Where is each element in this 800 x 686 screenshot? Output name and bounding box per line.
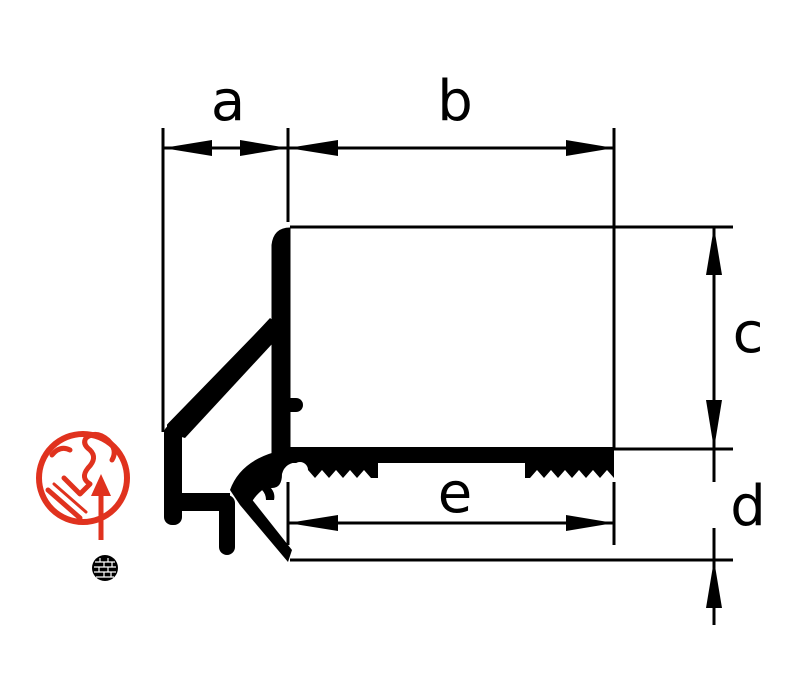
dimension-e: e — [286, 461, 616, 545]
dimension-label-e: e — [438, 461, 472, 526]
masonry-substrate-icon — [92, 555, 118, 581]
dimension-label-a: a — [211, 69, 245, 134]
dimension-label-b: b — [437, 69, 473, 134]
installation-symbol-icon — [36, 431, 130, 540]
dimension-d: d — [290, 449, 766, 625]
dimension-label-d: d — [730, 474, 766, 539]
dimension-label-c: c — [733, 301, 764, 366]
dimension-b: b — [288, 69, 616, 450]
profile-section — [164, 227, 614, 562]
dimension-c: c — [290, 225, 764, 451]
dimension-a: a — [161, 69, 290, 432]
